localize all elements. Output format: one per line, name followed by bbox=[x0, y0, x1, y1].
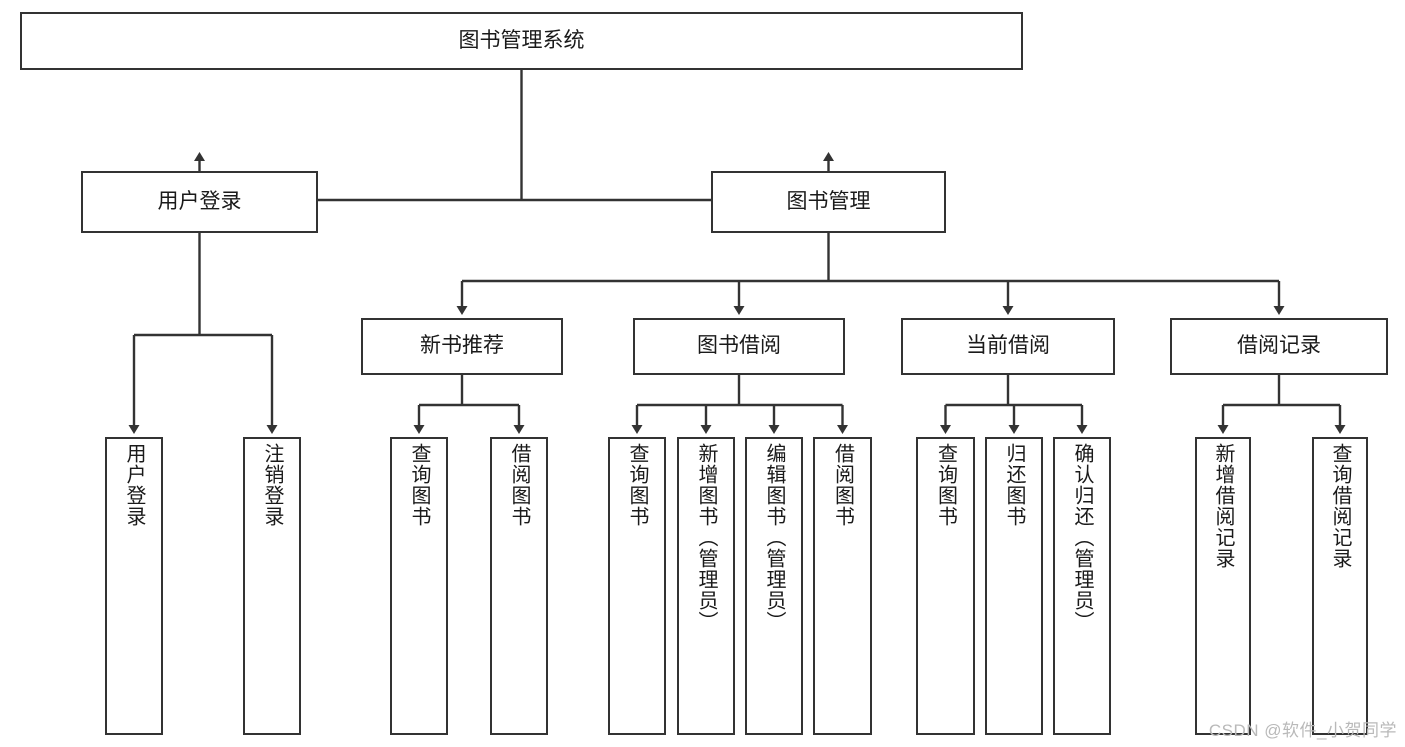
node-root[interactable]: 图书管理系统 bbox=[20, 12, 1023, 70]
node-book-manage-label: 图书管理 bbox=[786, 189, 871, 213]
node-leaf-return-book[interactable]: 归还图书 bbox=[985, 437, 1043, 735]
node-current-borrow-label: 当前借阅 bbox=[966, 334, 1050, 358]
node-leaf-add-book-label: 新增图书（管理员） bbox=[695, 443, 717, 632]
node-leaf-confirm-return-label: 确认归还（管理员） bbox=[1071, 443, 1093, 632]
node-book-manage[interactable]: 图书管理 bbox=[711, 171, 946, 233]
node-leaf-query-book-current[interactable]: 查询图书 bbox=[916, 437, 975, 735]
node-leaf-edit-book[interactable]: 编辑图书（管理员） bbox=[745, 437, 803, 735]
node-leaf-add-book[interactable]: 新增图书（管理员） bbox=[677, 437, 735, 735]
node-leaf-logout[interactable]: 注销登录 bbox=[243, 437, 301, 735]
node-leaf-borrow-book-recommend[interactable]: 借阅图书 bbox=[490, 437, 548, 735]
node-leaf-query-book-recommend-label: 查询图书 bbox=[408, 443, 430, 527]
node-root-label: 图书管理系统 bbox=[458, 28, 585, 52]
node-leaf-query-book-current-label: 查询图书 bbox=[934, 443, 957, 527]
node-current-borrow[interactable]: 当前借阅 bbox=[901, 318, 1115, 375]
node-leaf-borrow-book[interactable]: 借阅图书 bbox=[813, 437, 872, 735]
node-book-borrow[interactable]: 图书借阅 bbox=[633, 318, 845, 375]
node-leaf-add-borrow-record[interactable]: 新增借阅记录 bbox=[1195, 437, 1251, 735]
node-book-borrow-label: 图书借阅 bbox=[697, 334, 781, 358]
node-borrow-record-label: 借阅记录 bbox=[1237, 334, 1321, 358]
node-leaf-add-borrow-record-label: 新增借阅记录 bbox=[1212, 443, 1234, 569]
node-leaf-query-borrow-record[interactable]: 查询借阅记录 bbox=[1312, 437, 1368, 735]
node-leaf-borrow-book-label: 借阅图书 bbox=[831, 443, 854, 527]
node-borrow-record[interactable]: 借阅记录 bbox=[1170, 318, 1388, 375]
node-user-login[interactable]: 用户登录 bbox=[81, 171, 318, 233]
node-new-book-recommend[interactable]: 新书推荐 bbox=[361, 318, 563, 375]
node-user-login-label: 用户登录 bbox=[157, 189, 242, 213]
node-leaf-query-book-borrow[interactable]: 查询图书 bbox=[608, 437, 666, 735]
node-leaf-logout-label: 注销登录 bbox=[261, 443, 283, 527]
node-leaf-user-login[interactable]: 用户登录 bbox=[105, 437, 163, 735]
node-leaf-return-book-label: 归还图书 bbox=[1003, 443, 1025, 527]
node-leaf-query-borrow-record-label: 查询借阅记录 bbox=[1329, 443, 1351, 569]
node-leaf-edit-book-label: 编辑图书（管理员） bbox=[763, 443, 785, 632]
watermark: CSDN @软件_小贺同学 bbox=[1208, 721, 1397, 740]
node-leaf-confirm-return[interactable]: 确认归还（管理员） bbox=[1053, 437, 1111, 735]
node-new-book-recommend-label: 新书推荐 bbox=[420, 334, 504, 358]
node-leaf-borrow-book-recommend-label: 借阅图书 bbox=[508, 443, 530, 527]
node-leaf-query-book-recommend[interactable]: 查询图书 bbox=[390, 437, 448, 735]
node-leaf-user-login-label: 用户登录 bbox=[123, 443, 145, 527]
node-leaf-query-book-borrow-label: 查询图书 bbox=[626, 443, 648, 527]
